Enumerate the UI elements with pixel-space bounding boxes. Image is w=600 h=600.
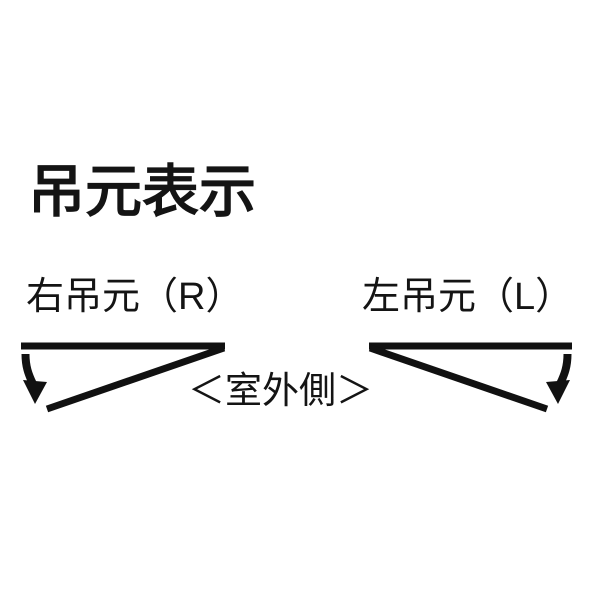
door-leaf-right-icon (368, 344, 549, 413)
hinge-option-label-right-hinge: 右吊元（R） (26, 276, 244, 318)
outdoor-side-caption: ＜室外側＞ (188, 370, 373, 411)
hinge-option-label-left-hinge: 左吊元（L） (362, 276, 574, 318)
swing-arrow-right-icon (555, 353, 572, 388)
swing-arrow-left-icon (21, 353, 38, 388)
swing-arrow-left-head-icon (23, 380, 47, 404)
swing-arrow-right-head-icon (546, 380, 570, 404)
diagram-left-hinge (368, 342, 572, 413)
page-title: 吊元表示 (28, 160, 256, 224)
